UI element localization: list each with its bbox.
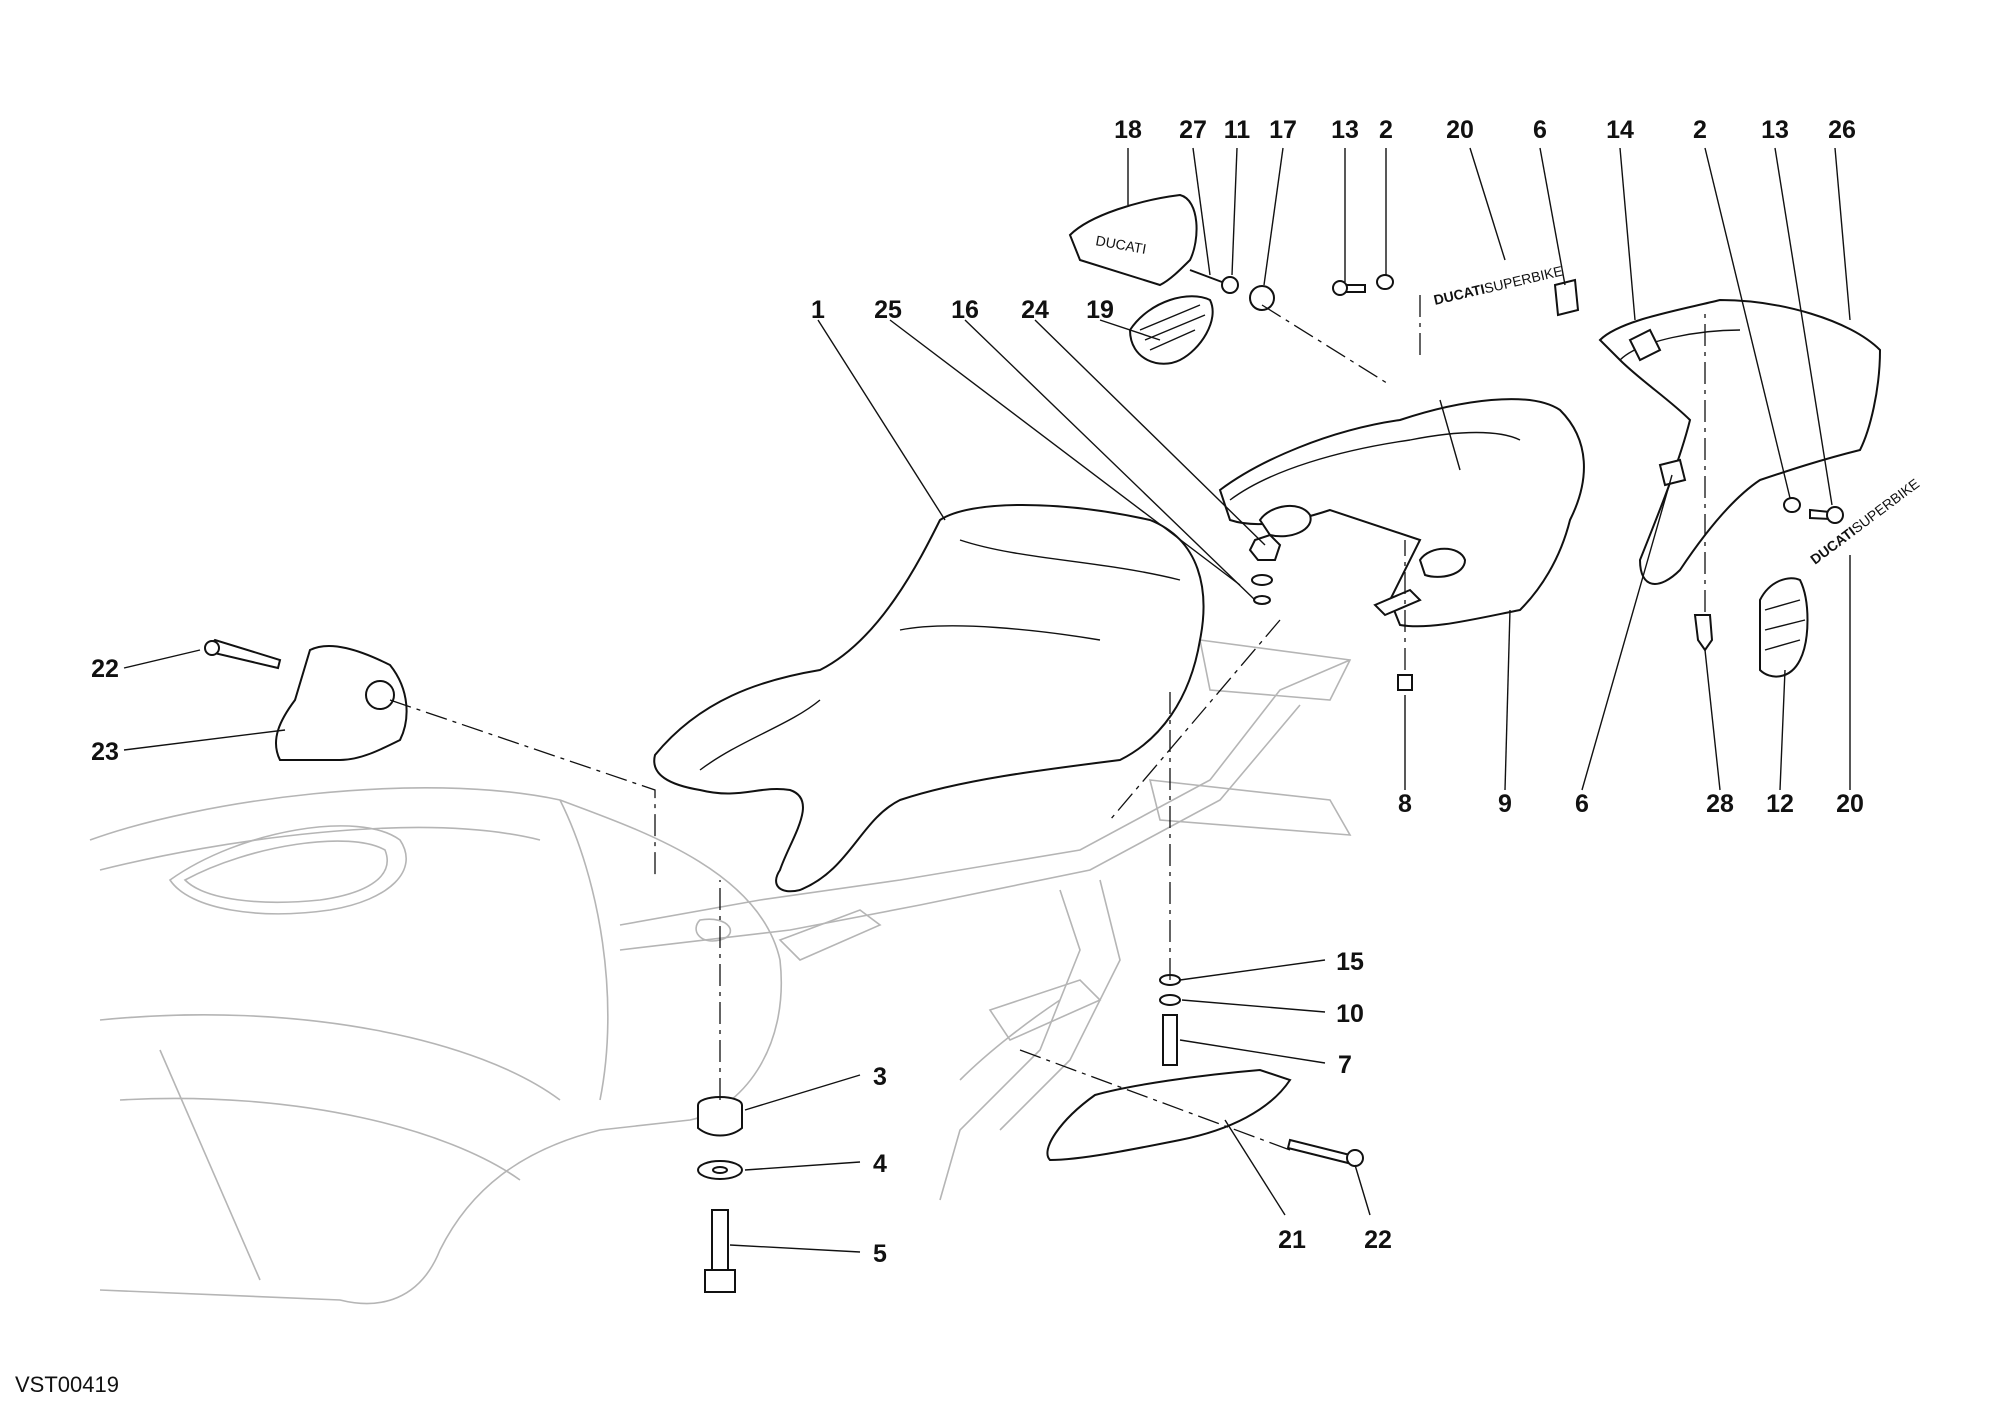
callout-labels: 18 27 11 17 13 2 20 6 14 2 13 26 1 25 16… [91,116,1864,1268]
fuel-tank-outline [89,787,783,1305]
callout-5: 5 [873,1240,887,1268]
pad-19 [1128,295,1214,365]
callout-12: 12 [1766,790,1794,818]
callout-21: 21 [1278,1226,1306,1254]
callout-10: 10 [1336,1000,1364,1028]
callout-2-top: 2 [1379,116,1393,144]
callout-22-right: 22 [1364,1226,1392,1254]
callout-17: 17 [1269,116,1297,144]
callout-18: 18 [1114,116,1142,144]
leader-lines [123,147,1851,1253]
assembly-lines [389,295,1706,1151]
decal-side: DUCATISUPERBIKE [1807,475,1922,567]
frame-outline [619,639,1352,1201]
callout-16: 16 [951,296,979,324]
callout-3: 3 [873,1063,887,1091]
tail-section [1218,398,1585,628]
callout-13-top: 13 [1331,116,1359,144]
rider-seat [653,504,1205,893]
callout-7: 7 [1338,1051,1352,1079]
callout-14: 14 [1606,116,1634,144]
callout-11: 11 [1224,116,1251,144]
callout-6-bottom: 6 [1575,790,1589,818]
decal-top: DUCATISUPERBIKE [1432,263,1564,308]
callout-2-right: 2 [1693,116,1707,144]
callout-4: 4 [873,1150,887,1178]
svg-text:DUCATISUPERBIKE: DUCATISUPERBIKE [1432,263,1564,308]
bracket-21 [1046,1068,1292,1162]
callout-22-left: 22 [91,655,119,683]
callout-26: 26 [1828,116,1856,144]
seat-cover: DUCATI [1068,193,1198,287]
callout-20-top: 20 [1446,116,1474,144]
callout-23: 23 [91,738,119,766]
callout-13-right: 13 [1761,116,1789,144]
svg-text:DUCATISUPERBIKE: DUCATISUPERBIKE [1807,475,1922,567]
hardware [204,269,1844,1293]
drawing-code: VST00419 [15,1372,119,1397]
callout-19: 19 [1086,296,1114,324]
callout-24: 24 [1021,296,1049,324]
callout-6-top: 6 [1533,116,1547,144]
callout-25: 25 [874,296,902,324]
callout-1: 1 [811,296,825,324]
bracket-23 [275,644,408,761]
callout-20-bottom: 20 [1836,790,1864,818]
pad-12 [1759,577,1809,678]
callout-9: 9 [1498,790,1512,818]
callout-28: 28 [1706,790,1734,818]
callout-27: 27 [1179,116,1207,144]
callout-8: 8 [1398,790,1412,818]
callout-15: 15 [1336,948,1364,976]
